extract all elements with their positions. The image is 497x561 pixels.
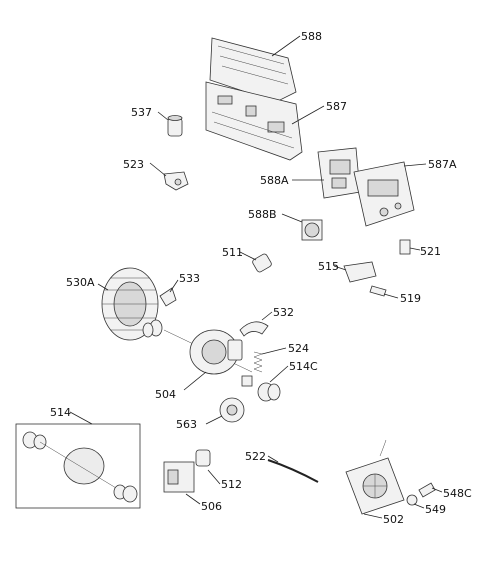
part-587-control-board: 587 <box>205 81 347 161</box>
label-588A: 588A <box>260 174 289 187</box>
part-588B-knob: 588B <box>248 208 323 241</box>
part-588-cover: 588 <box>209 30 322 103</box>
label-522: 522 <box>245 450 266 463</box>
part-587A-panel: 587A <box>353 158 457 227</box>
label-506: 506 <box>201 500 222 513</box>
part-514C: 514C <box>241 360 318 402</box>
label-563: 563 <box>176 418 197 431</box>
part-524-spring: 524 <box>253 342 309 373</box>
part-502-fan: 502 <box>345 439 405 526</box>
label-588B: 588B <box>248 208 277 221</box>
part-563-pulley: 563 <box>176 397 245 431</box>
part-548C: 548C <box>418 482 472 500</box>
label-521: 521 <box>420 245 441 258</box>
part-519: 519 <box>369 285 421 305</box>
label-514: 514 <box>50 406 71 419</box>
label-515: 515 <box>318 260 339 273</box>
part-533: 533 <box>159 272 200 307</box>
part-514-assembly: 514 <box>15 406 141 509</box>
label-532: 532 <box>273 306 294 319</box>
label-587A: 587A <box>428 158 457 171</box>
part-588A-panel: 588A <box>260 147 361 199</box>
part-523: 523 <box>123 158 189 191</box>
fan-washer <box>142 319 163 338</box>
label-549: 549 <box>425 503 446 516</box>
label-524: 524 <box>288 342 309 355</box>
label-514C: 514C <box>289 360 318 373</box>
part-532: 532 <box>239 306 294 337</box>
label-519: 519 <box>400 292 421 305</box>
label-504: 504 <box>155 388 176 401</box>
part-504-motor: 504 <box>155 329 253 401</box>
part-521: 521 <box>399 239 441 258</box>
part-537: 537 <box>131 106 183 137</box>
part-549: 549 <box>406 494 446 516</box>
label-502: 502 <box>383 513 404 526</box>
part-506: 506 <box>163 461 222 513</box>
label-530A: 530A <box>66 276 95 289</box>
part-522-cable: 522 <box>245 450 319 483</box>
label-523: 523 <box>123 158 144 171</box>
label-512: 512 <box>221 478 242 491</box>
label-511: 511 <box>222 246 243 259</box>
part-515: 515 <box>318 260 377 283</box>
part-511: 511 <box>222 246 272 273</box>
label-587: 587 <box>326 100 347 113</box>
part-530A-fan-wheel: 530A <box>66 267 159 341</box>
label-588: 588 <box>301 30 322 43</box>
part-512-capacitor: 512 <box>195 449 242 491</box>
label-548C: 548C <box>443 487 472 500</box>
label-537: 537 <box>131 106 152 119</box>
label-533: 533 <box>179 272 200 285</box>
